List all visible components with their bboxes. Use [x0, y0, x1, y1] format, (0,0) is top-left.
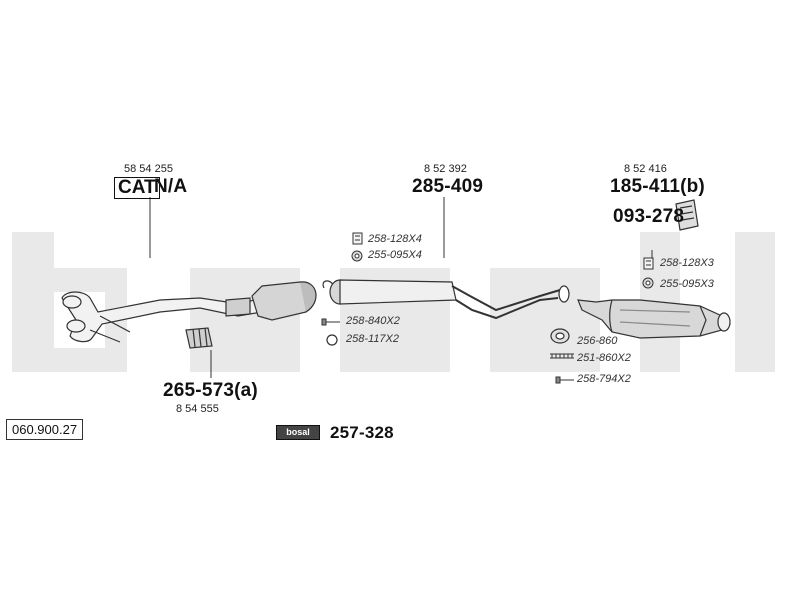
clamp-mid-label[interactable]: 258-128X4 — [368, 233, 422, 245]
bosal-logo-icon: bosal — [276, 425, 320, 440]
gasket-mid-label[interactable]: 255-095X4 — [368, 249, 422, 261]
gasket-rear-label[interactable]: 255-095X3 — [660, 278, 714, 290]
clamp-mid-icon — [352, 232, 363, 245]
fitting-kit-part-number[interactable]: 257-328 — [330, 423, 394, 442]
bolt-rear-label[interactable]: 258-794X2 — [577, 373, 631, 385]
spring-rear-icon — [550, 353, 574, 359]
flex-pipe-part — [185, 327, 213, 349]
bolt-front-icon — [321, 318, 340, 326]
front-pipe-part-number[interactable]: N/A — [154, 176, 188, 197]
flex-pipe-ref: 8 54 555 — [176, 403, 219, 415]
ring-front-label[interactable]: 258-117X2 — [346, 333, 400, 345]
clamp-rear-label[interactable]: 258-128X3 — [660, 257, 714, 269]
bolt-rear-icon — [555, 376, 574, 384]
flex-pipe-part-number[interactable]: 265-573(a) — [163, 380, 258, 401]
seal-rear-label[interactable]: 256-860 — [577, 335, 618, 347]
leader-lines — [149, 197, 653, 378]
bolt-front-label[interactable]: 258-840X2 — [346, 315, 400, 327]
middle-silencer-part-number[interactable]: 285-409 — [412, 176, 484, 197]
rear-silencer-ref: 8 52 416 — [624, 163, 667, 175]
seal-rear-icon — [550, 328, 570, 344]
gasket-mid-icon — [351, 250, 363, 262]
spring-rear-label[interactable]: 251-860X2 — [577, 352, 631, 364]
middle-silencer-part — [322, 279, 570, 320]
mount-part-number[interactable]: 093-278 — [613, 206, 685, 227]
cat-label: CAT — [114, 177, 160, 199]
clamp-rear-icon — [643, 257, 654, 270]
catalog-code: 060.900.27 — [6, 419, 84, 440]
gasket-rear-icon — [642, 277, 654, 289]
ring-front-icon — [326, 334, 338, 346]
front-pipe-ref: 58 54 255 — [124, 163, 173, 175]
rear-silencer-part-number[interactable]: 185-411(b) — [610, 176, 705, 197]
front-pipe-part — [61, 281, 317, 343]
middle-silencer-ref: 8 52 392 — [424, 163, 467, 175]
rear-silencer-part — [577, 299, 731, 339]
mount-part-icon — [675, 199, 699, 231]
